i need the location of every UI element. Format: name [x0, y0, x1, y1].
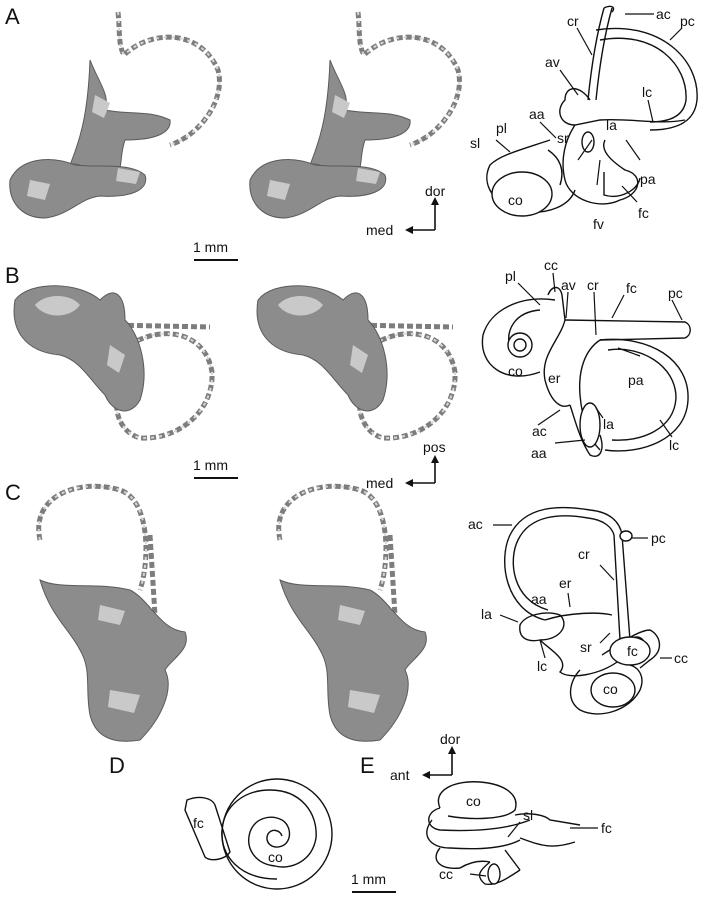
panel-b-labels: cc pl av cr fc pc co er pa ac la aa lc — [505, 257, 683, 461]
label-pa: pa — [640, 171, 656, 187]
panel-d: D fc co — [109, 753, 333, 890]
label-av: av — [545, 54, 560, 70]
panel-letter-c: C — [5, 480, 21, 505]
panel-b-left-render — [14, 286, 212, 438]
panel-b-scale-bar: 1 mm — [193, 457, 238, 479]
label-ac: ac — [468, 516, 483, 532]
label-co: co — [603, 681, 618, 697]
label-sr: sr — [557, 130, 569, 146]
panel-b-leaders — [517, 272, 683, 444]
panel-letter-e: E — [360, 753, 375, 778]
label-fc: fc — [193, 815, 204, 831]
label-co: co — [466, 793, 481, 809]
panel-e-leaders — [469, 821, 598, 877]
scale-bar-label: 1 mm — [351, 871, 386, 887]
panel-letter-d: D — [109, 753, 125, 778]
label-fc: fc — [601, 820, 612, 836]
label-pc: pc — [651, 530, 666, 546]
label-lc: lc — [669, 437, 679, 453]
panel-c-left-render — [39, 486, 187, 741]
panel-d-labels: fc co — [193, 815, 283, 865]
orientation-side-label: med — [366, 475, 393, 491]
label-pl: pl — [505, 268, 516, 284]
label-la: la — [481, 606, 492, 622]
panel-c: C dor ant — [5, 480, 688, 783]
label-cc: cc — [439, 866, 453, 882]
label-fc: fc — [638, 205, 649, 221]
label-ac: ac — [532, 423, 547, 439]
panel-e-labels: co sl fc cc — [439, 793, 612, 882]
panel-a-diagram — [486, 5, 698, 217]
label-sl: sl — [470, 135, 480, 151]
label-sr: sr — [580, 639, 592, 655]
panel-b-right-render — [257, 286, 455, 438]
orientation-up-label: dor — [425, 183, 446, 199]
panel-a-leaders — [495, 13, 683, 203]
panel-e: E co sl fc cc 1 mm — [351, 753, 612, 893]
label-lc: lc — [537, 658, 547, 674]
panel-b-diagram — [481, 286, 691, 457]
orientation-compass-a: dor med — [366, 183, 446, 238]
label-co: co — [508, 192, 523, 208]
label-pc: pc — [668, 285, 683, 301]
panel-a-scale-bar: 1 mm — [193, 239, 238, 261]
orientation-up-label: dor — [440, 731, 461, 747]
panel-a-labels: ac cr pc av aa lc sr la pl sl pa co fv f… — [470, 6, 695, 232]
label-pa: pa — [628, 372, 644, 388]
label-er: er — [548, 370, 561, 386]
label-pc: pc — [680, 13, 695, 29]
label-fc: fc — [627, 643, 638, 659]
panel-e-scale-bar: 1 mm — [351, 871, 396, 893]
label-cc: cc — [674, 650, 688, 666]
scale-bar-label: 1 mm — [193, 239, 228, 255]
label-co: co — [268, 849, 283, 865]
panel-c-labels: ac pc cr er aa la lc sr cc fc co — [468, 516, 688, 697]
label-ac: ac — [656, 6, 671, 22]
label-la: la — [603, 416, 614, 432]
panel-c-leaders — [493, 524, 672, 659]
label-lc: lc — [642, 84, 652, 100]
label-cr: cr — [567, 13, 579, 29]
panel-b: B 1 mm pos med — [5, 257, 691, 491]
label-av: av — [561, 277, 576, 293]
panel-letter-a: A — [5, 4, 20, 29]
orientation-compass-b: pos med — [366, 439, 446, 491]
orientation-up-label: pos — [423, 439, 446, 455]
label-sl: sl — [523, 807, 533, 823]
label-aa: aa — [529, 106, 545, 122]
label-fc: fc — [626, 280, 637, 296]
panel-e-diagram — [426, 781, 581, 886]
label-cc: cc — [544, 257, 558, 273]
label-cr: cr — [578, 546, 590, 562]
panel-c-diagram — [504, 506, 661, 715]
panel-letter-b: B — [5, 263, 20, 288]
orientation-compass-c: dor ant — [390, 731, 461, 783]
panel-d-diagram — [184, 778, 333, 890]
scale-bar-label: 1 mm — [193, 457, 228, 473]
label-pl: pl — [496, 120, 507, 136]
label-aa: aa — [531, 591, 547, 607]
panel-c-right-render — [279, 486, 427, 741]
panel-a-left-render — [10, 12, 220, 218]
label-aa: aa — [531, 445, 547, 461]
label-co: co — [508, 363, 523, 379]
label-la: la — [606, 117, 617, 133]
label-fv: fv — [593, 216, 604, 232]
orientation-side-label: med — [366, 222, 393, 238]
label-cr: cr — [587, 277, 599, 293]
orientation-side-label: ant — [390, 767, 410, 783]
label-er: er — [559, 575, 572, 591]
panel-a: A 1 mm dor med — [5, 4, 698, 261]
